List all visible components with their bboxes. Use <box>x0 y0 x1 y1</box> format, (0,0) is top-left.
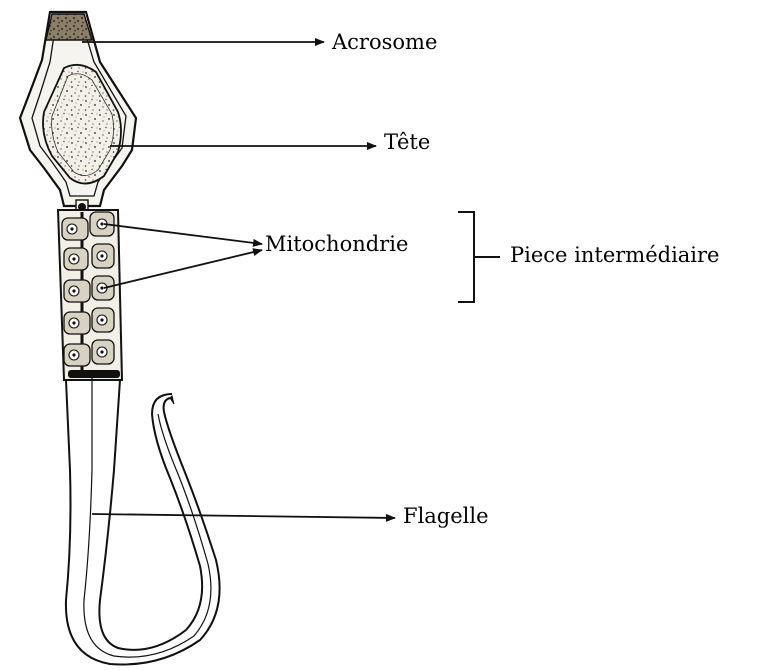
piece-intermediaire-label: Piece intermédiaire <box>510 243 720 267</box>
flagelle-label: Flagelle <box>403 504 489 528</box>
midpiece <box>58 210 122 380</box>
mitochondrie-label: Mitochondrie <box>265 232 408 256</box>
flagellum <box>66 378 220 665</box>
flagelle-pointer <box>92 514 395 518</box>
acrosome-label: Acrosome <box>332 30 437 54</box>
mito-pointer-upper <box>104 224 262 244</box>
tete-label: Tête <box>384 130 430 154</box>
acrosome-cap <box>46 14 92 40</box>
midpiece-bracket <box>458 212 500 302</box>
mito-pointer-lower <box>104 250 262 288</box>
